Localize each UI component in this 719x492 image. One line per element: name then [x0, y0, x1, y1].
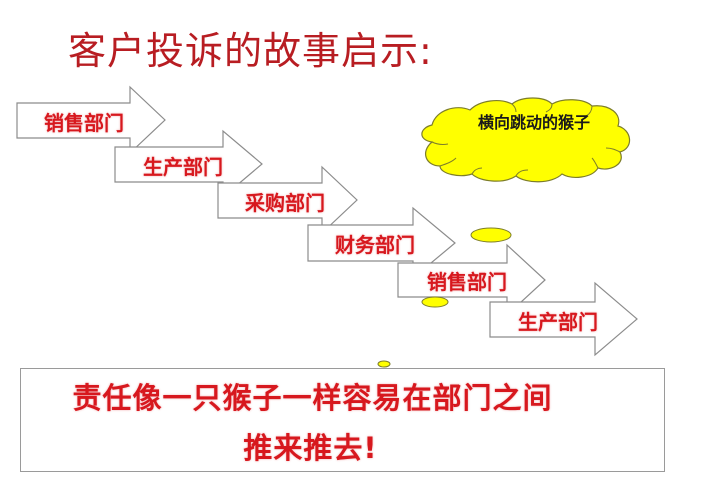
message-line-2: 推来推去!	[243, 431, 378, 465]
arrow-label-production-2: 生产部门	[518, 310, 598, 334]
jump-dot-large	[470, 227, 512, 243]
cloud-shape	[421, 97, 631, 183]
jump-dot-medium	[421, 296, 449, 308]
arrow-shape-5	[397, 243, 546, 317]
cloud-label: 横向跳动的猴子	[478, 113, 591, 132]
arrow-shape-3	[217, 165, 358, 235]
arrow-label-sales-2: 销售部门	[427, 270, 507, 294]
arrow-shape-1	[16, 85, 166, 155]
arrow-label-finance: 财务部门	[335, 233, 415, 257]
slide-title: 客户投诉的故事启示:	[68, 29, 433, 73]
arrow-label-sales-1: 销售部门	[44, 111, 124, 135]
arrow-shape-6	[489, 281, 638, 357]
message-line-1: 责任像一只猴子一样容易在部门之间	[72, 381, 553, 415]
arrow-label-production-1: 生产部门	[143, 155, 223, 179]
jump-dot-small	[377, 360, 391, 368]
arrow-shape-2	[114, 129, 263, 199]
message-box: 责任像一只猴子一样容易在部门之间 推来推去!	[20, 368, 665, 472]
arrow-label-purchasing: 采购部门	[245, 191, 325, 215]
arrow-shape-4	[307, 206, 456, 280]
